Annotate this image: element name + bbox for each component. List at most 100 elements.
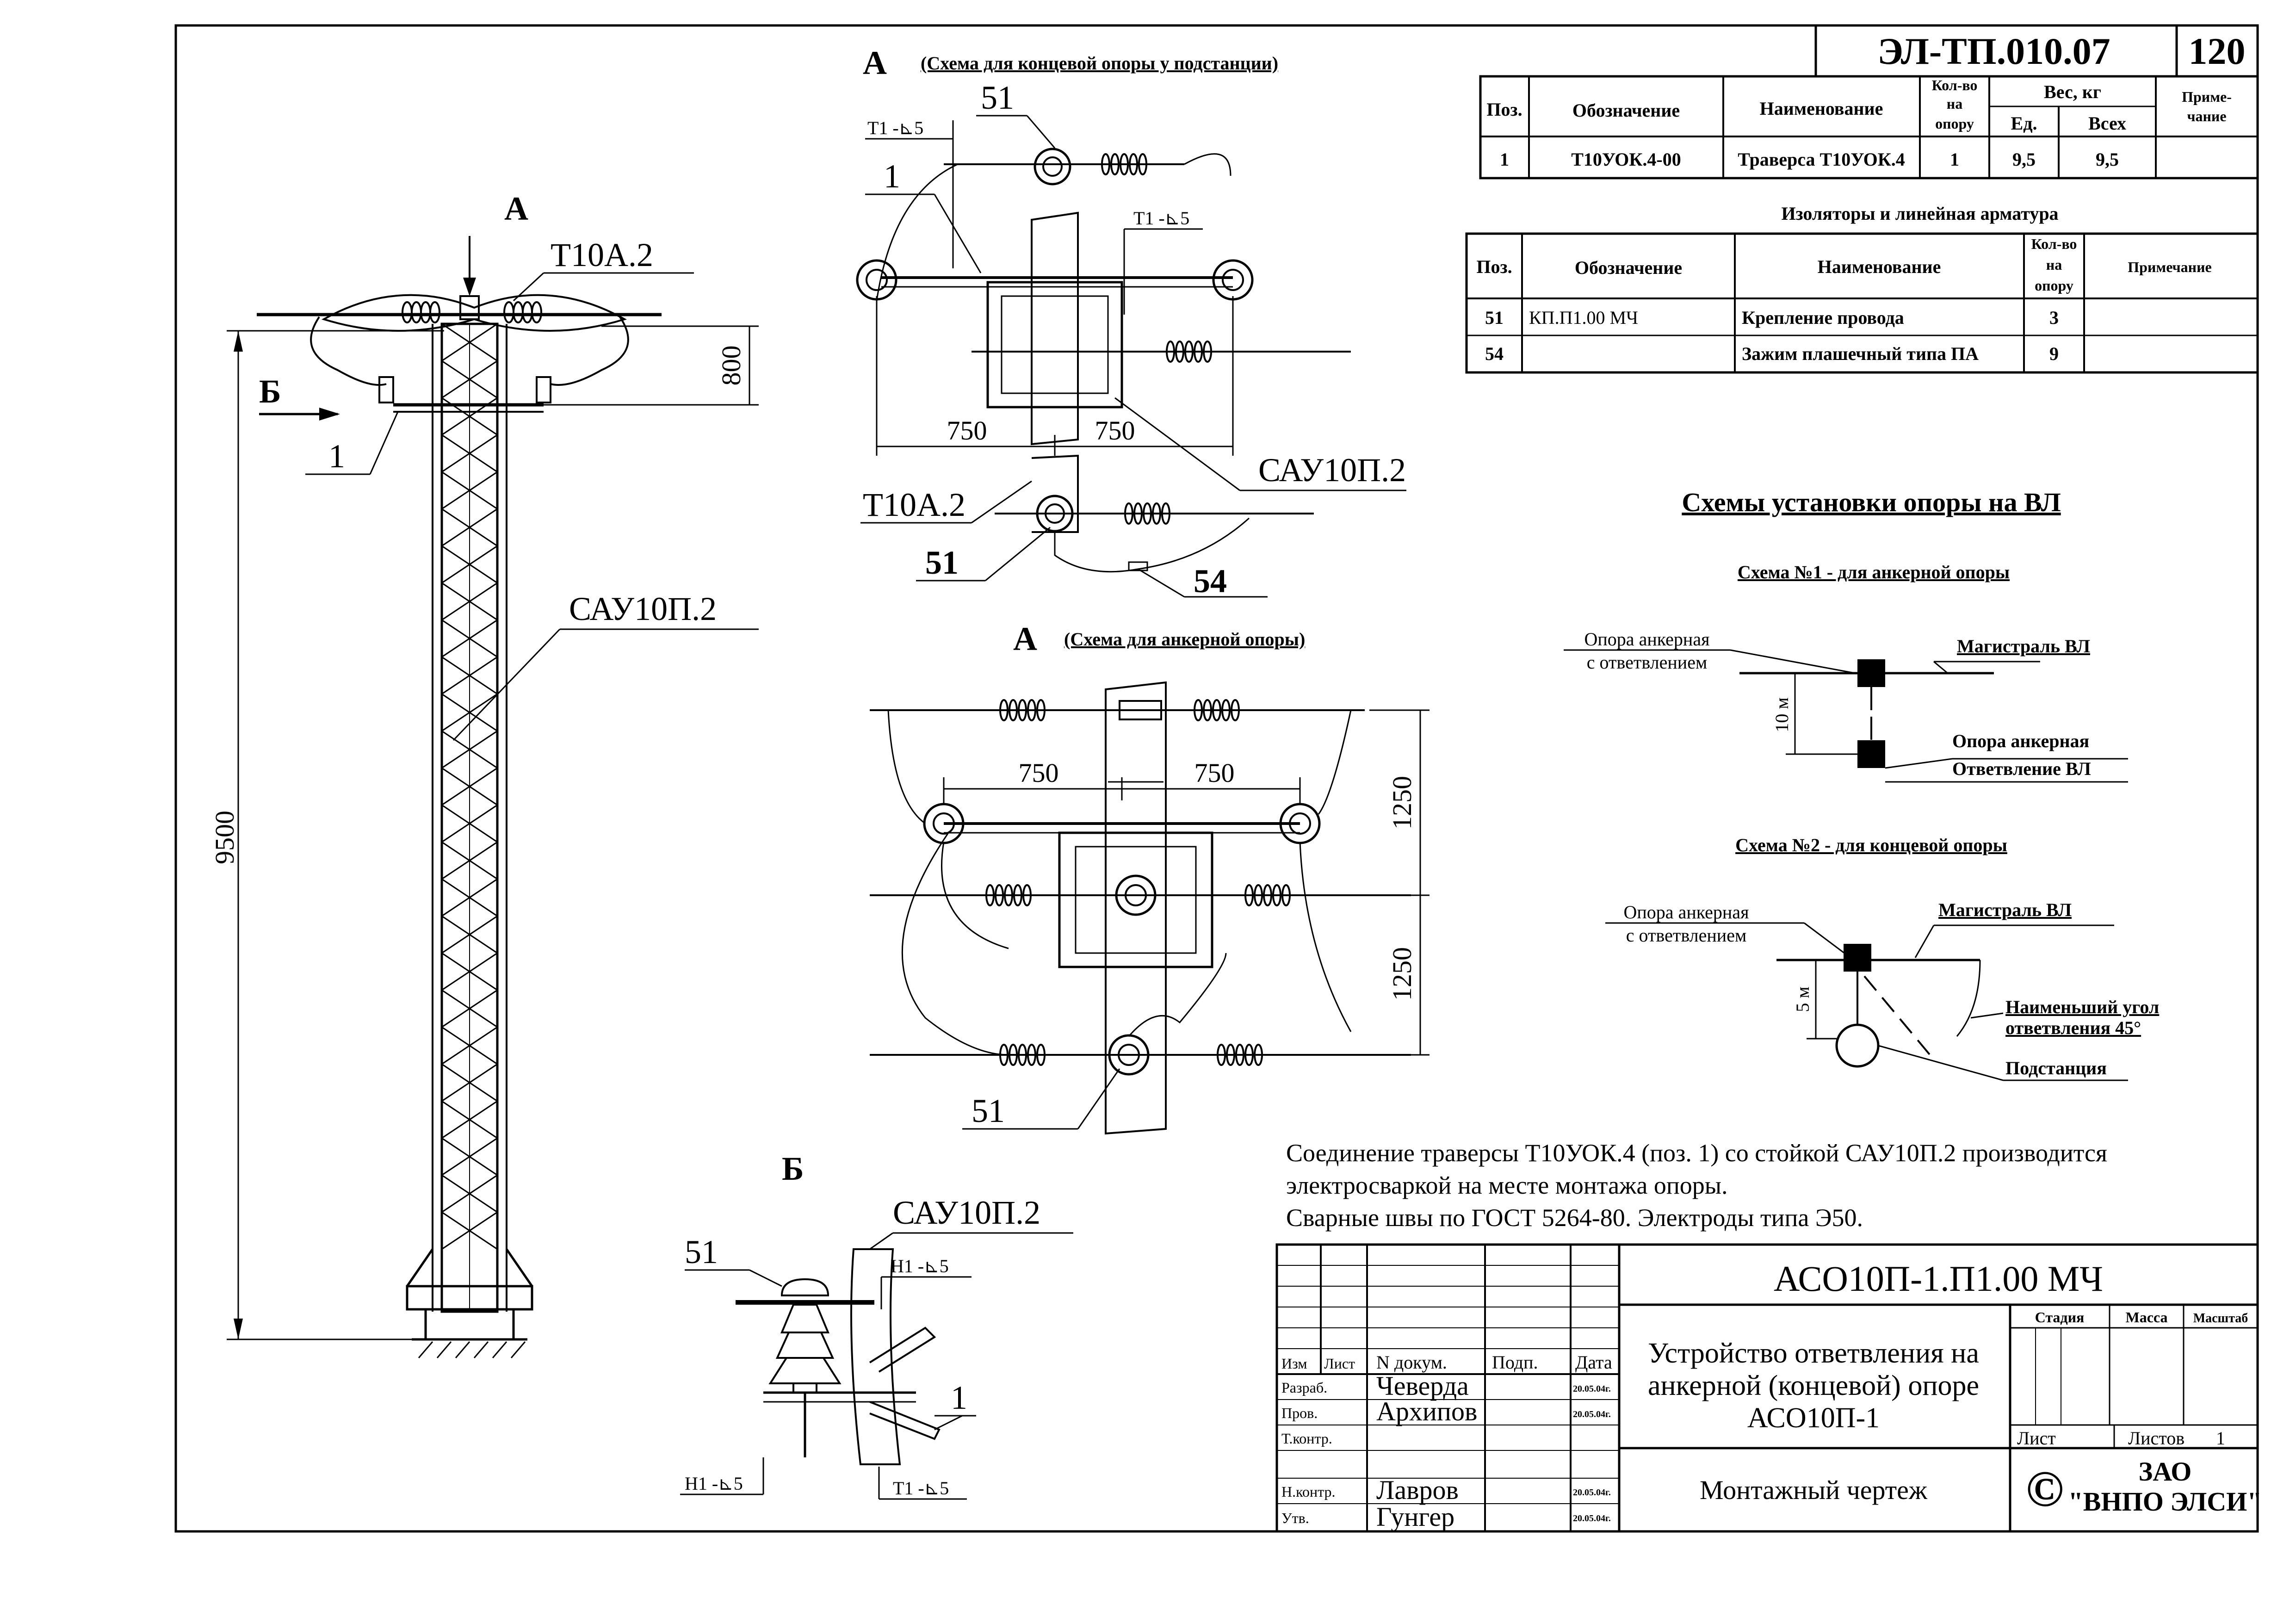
schemes-title: Схемы установки опоры на ВЛ (1682, 487, 2061, 517)
dim-750-right-anchor: 750 (1194, 758, 1235, 788)
lattice-brace (441, 1063, 498, 1102)
scheme1-branch: Ответвление ВЛ (1952, 758, 2091, 779)
lattice-brace (441, 582, 498, 621)
tb-mass: Масса (2126, 1309, 2168, 1326)
crossarm-insulator-string (402, 295, 542, 323)
anchor-top-insulators (999, 699, 1240, 721)
scheme1-left-label-2: с ответвлением (1587, 652, 1708, 673)
lattice-brace (441, 545, 498, 584)
label-sau-b: САУ10П.2 (893, 1194, 1040, 1231)
td-unit: 9,5 (2012, 149, 2036, 170)
tb-copyright-icon: © (2026, 1461, 2064, 1517)
lattice-brace (441, 767, 498, 806)
th-note-2: чание (2187, 108, 2226, 124)
scheme1-anchor-node (1857, 659, 1885, 687)
lattice-brace (441, 619, 498, 658)
tb-col-sign: Подп. (1492, 1352, 1538, 1373)
label-pos-1: 1 (328, 438, 345, 475)
tb-sheets-count: 1 (2216, 1428, 2225, 1449)
main-support-view: 9500 800 (210, 190, 759, 1358)
th-qty-2: на (1947, 95, 1962, 112)
ti-row2-qty: 9 (2049, 343, 2059, 364)
view-a-anchor-caption: (Схема для анкерной опоры) (1064, 629, 1305, 650)
dim-1250-bottom: 1250 (1387, 947, 1417, 1001)
view-a-arrow-label: А (504, 190, 528, 227)
tb-date-2: 20.05.04г. (1573, 1409, 1611, 1419)
lattice-brace (441, 1211, 498, 1250)
dim-800: 800 (716, 346, 746, 386)
th-name: Наименование (1760, 98, 1883, 119)
bottom-insulator-string (1124, 502, 1170, 525)
tb-col-list: Лист (1324, 1355, 1355, 1372)
ground-hatch (418, 1341, 526, 1358)
ti-th-name: Наименование (1818, 256, 1941, 277)
scheme2-dim: 5 м (1792, 986, 1813, 1012)
tb-person-2: Архипов (1376, 1396, 1477, 1426)
lattice-brace (441, 952, 498, 991)
td-qty: 1 (1950, 149, 1959, 170)
label-51-b: 51 (685, 1233, 718, 1270)
tb-role-3: Т.контр. (1281, 1430, 1332, 1447)
ti-th-qty-2: на (2046, 256, 2062, 273)
view-a-end-support: А (Схема для концевой опоры у подстанции… (856, 44, 1406, 600)
tb-col-izm: Изм (1281, 1355, 1307, 1372)
note-3: Сварные швы по ГОСТ 5264-80. Электроды т… (1286, 1204, 1863, 1232)
lattice-brace (441, 693, 498, 732)
note-1: Соединение траверсы Т10УОК.4 (поз. 1) со… (1286, 1139, 2107, 1167)
scheme1-title: Схема №1 - для анкерной опоры (1738, 562, 2010, 582)
view-b-letter: Б (782, 1150, 804, 1187)
scheme2-angle-1: Наименьший угол (2005, 997, 2159, 1017)
weld-t1-left: Т1 -⊾5 (867, 118, 923, 138)
th-designation: Обозначение (1572, 100, 1680, 121)
label-t10a2: Т10А.2 (551, 236, 653, 273)
notes: Соединение траверсы Т10УОК.4 (поз. 1) со… (1286, 1139, 2107, 1232)
view-a-end-caption: (Схема для концевой опоры у подстанции) (921, 53, 1278, 74)
tb-sheets-label: Листов (2128, 1428, 2185, 1449)
lattice-brace (441, 1174, 498, 1213)
lattice-brace (441, 360, 498, 399)
label-t10a2-end: Т10А.2 (863, 486, 965, 523)
scheme2-anchor-node (1844, 944, 1871, 972)
anchor-mid-insulators (985, 884, 1291, 906)
weld-t1-b: Т1 -⊾5 (893, 1478, 949, 1499)
title-block: АСО10П-1.П1.00 МЧ Устройство ответвления… (1275, 1243, 2262, 1533)
ti-row1-pos: 51 (1485, 307, 1504, 328)
note-2: электросваркой на месте монтажа опоры. (1286, 1171, 1728, 1199)
weld-t1-right: Т1 -⊾5 (1133, 208, 1189, 229)
installation-schemes: Схемы установки опоры на ВЛ Схема №1 - д… (1564, 487, 2159, 1081)
label-51-anchor: 51 (972, 1092, 1005, 1129)
lattice-brace (441, 471, 498, 510)
scheme1-main-line: Магистраль ВЛ (1957, 636, 2090, 657)
tb-role-5: Утв. (1281, 1510, 1309, 1526)
lattice-brace (441, 434, 498, 473)
ti-th-qty-1: Кол-во (2031, 235, 2077, 252)
ti-th-designation: Обозначение (1575, 257, 1682, 278)
dim-9500: 9500 (210, 811, 240, 864)
scheme2-left-label-2: с ответвлением (1626, 925, 1747, 946)
lattice-brace (441, 730, 498, 769)
th-pos: Поз. (1486, 99, 1522, 120)
lattice-brace (441, 878, 498, 917)
page-number: 120 (2189, 30, 2246, 72)
tb-scale: Масштаб (2193, 1311, 2248, 1326)
ti-th-pos: Поз. (1476, 256, 1512, 277)
ti-th-qty-3: опору (2035, 277, 2073, 294)
th-weight: Вес, кг (2044, 81, 2101, 102)
dim-750-left-end: 750 (947, 415, 987, 446)
mid-insulator-string (1166, 341, 1212, 363)
pole-lattice (441, 323, 498, 1250)
tb-col-date: Дата (1575, 1352, 1612, 1373)
label-sau10p2: САУ10П.2 (569, 590, 717, 627)
td-designation: Т10УОК.4-00 (1571, 149, 1681, 170)
lattice-brace (441, 508, 498, 547)
weld-h1-bottom: Н1 -⊾5 (685, 1473, 743, 1494)
dim-1250-top: 1250 (1387, 776, 1417, 830)
top-insulator-string (1101, 153, 1147, 175)
td-total: 9,5 (2096, 149, 2119, 170)
doc-code: ЭЛ-ТП.010.07 (1877, 30, 2110, 72)
tb-person-4: Лавров (1376, 1475, 1459, 1505)
tb-col-ndoc: N докум. (1376, 1352, 1447, 1373)
traverse-table: Поз. Обозначение Наименование Кол-во на … (1479, 75, 2259, 180)
label-1-end: 1 (884, 158, 900, 195)
